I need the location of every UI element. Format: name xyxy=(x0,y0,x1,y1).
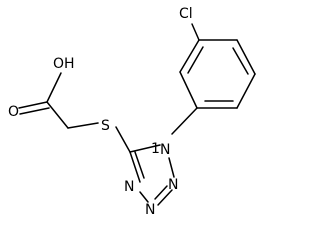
bond-ar2-ar3-inner xyxy=(187,46,204,74)
atom-labels: Cl OH O S N 1 N N N xyxy=(8,6,193,218)
bond-ch2-s xyxy=(67,122,99,129)
atom-label-cl: Cl xyxy=(179,6,193,22)
atom-label-n4: N xyxy=(124,179,134,195)
molecule-structure: Cl OH O S N 1 N N N xyxy=(8,6,256,218)
bond-c-oh xyxy=(46,72,62,103)
atom-label-n3: N xyxy=(145,202,155,218)
atom-label-n1: N xyxy=(160,142,170,158)
bond-ar4-ar5 xyxy=(236,39,256,75)
bond-ar2-ar3 xyxy=(179,39,200,73)
bond-ar4-ar5-inner xyxy=(232,47,249,75)
bond-n2-n3-b xyxy=(154,185,168,200)
bond-c-ch2 xyxy=(46,101,69,129)
atom-label-s: S xyxy=(101,118,110,134)
bond-n2-n3-a xyxy=(157,189,173,206)
bond-c5-n4-a xyxy=(129,151,141,183)
bond-s-c5 xyxy=(115,126,131,153)
bonds xyxy=(18,23,256,206)
bond-ar1-ar2 xyxy=(179,71,198,109)
bond-c-o-double-2 xyxy=(19,107,50,115)
bond-c5-n1 xyxy=(129,144,161,153)
bond-n1-aryl xyxy=(171,107,198,135)
bond-ar3-cl xyxy=(191,23,200,41)
atom-label-o: O xyxy=(8,104,19,120)
atom-label-oh: OH xyxy=(53,56,75,72)
atom-label-n2: N xyxy=(168,177,178,193)
atom-locant-1: 1 xyxy=(151,141,160,157)
bond-n3-n4 xyxy=(139,191,149,203)
bond-c5-n4-b xyxy=(134,151,145,179)
bond-c-o-double-1 xyxy=(18,101,48,109)
bond-ar5-ar6 xyxy=(236,73,256,109)
bond-n1-n2 xyxy=(168,157,175,178)
